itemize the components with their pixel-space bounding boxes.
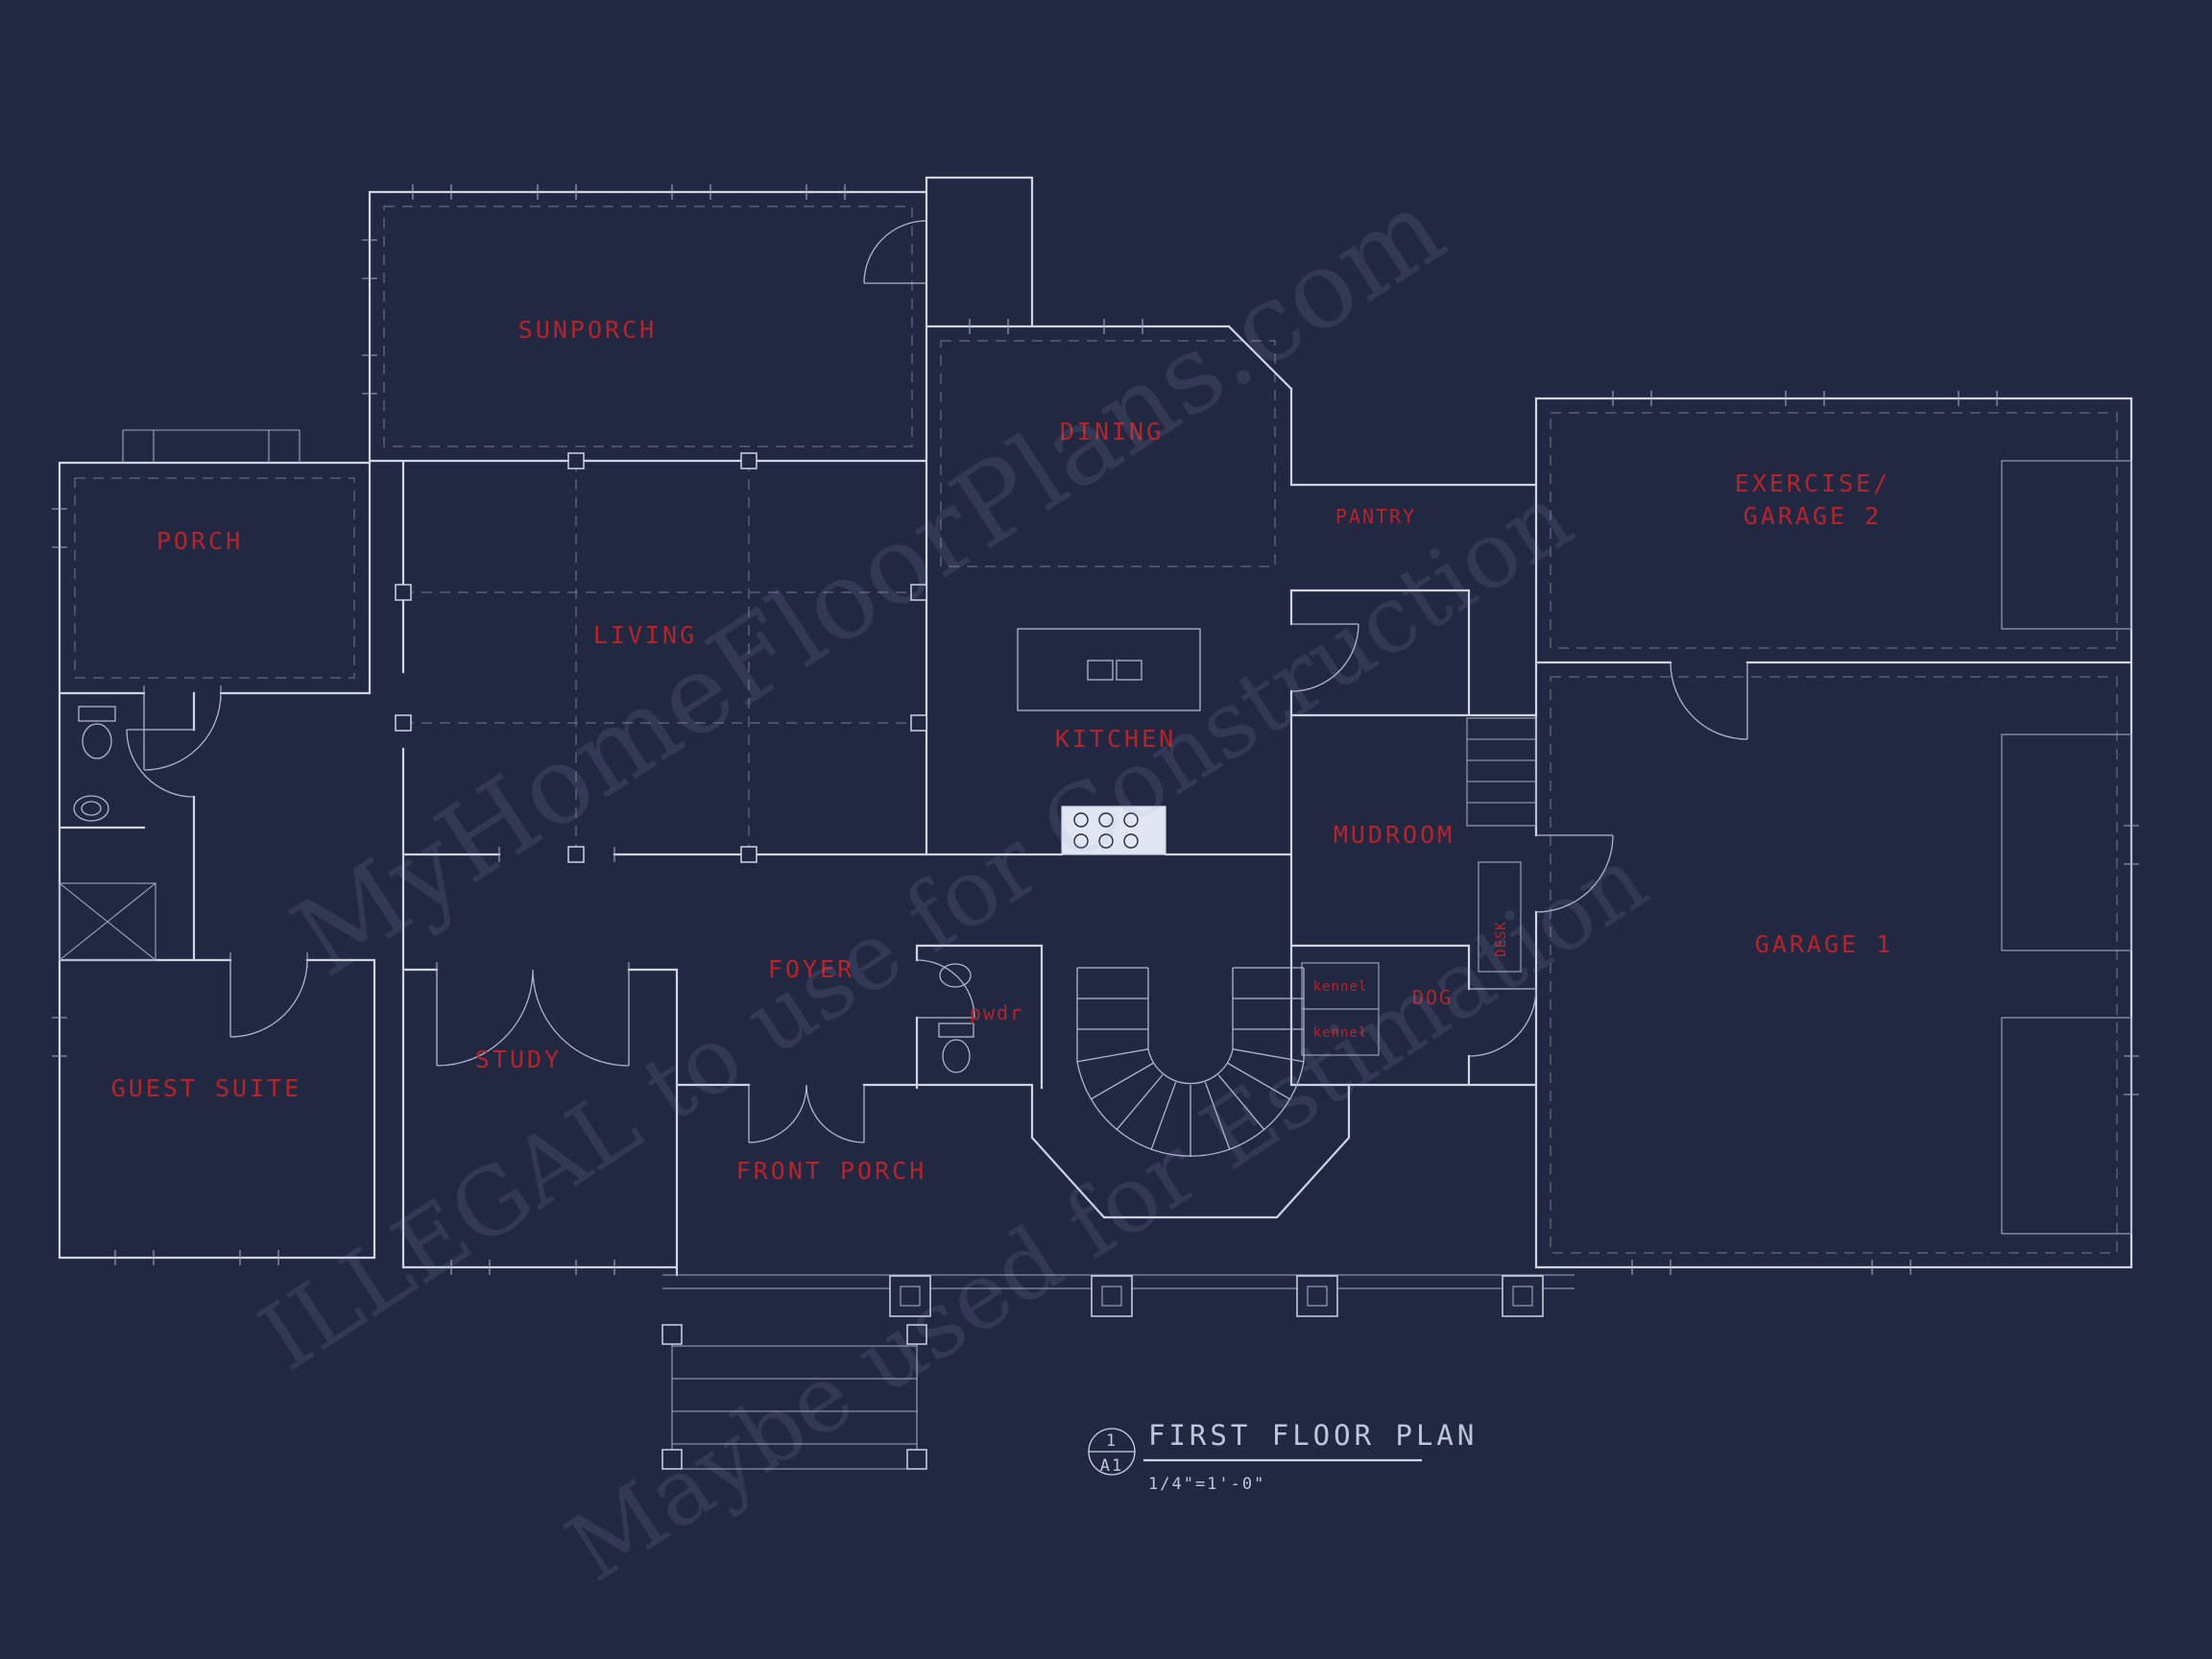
- garage-right-alcove-1: [2001, 460, 2132, 630]
- powder-toilet-tank: [938, 1022, 974, 1038]
- title-block: 1 A1 FIRST FLOOR PLAN 1/4"=1'-0": [1088, 1419, 1478, 1494]
- room-label-pwdr: pwdr: [970, 1001, 1023, 1024]
- room-label-garage2: GARAGE 2: [1743, 502, 1882, 530]
- room-label-exercise: EXERCISE/: [1735, 469, 1890, 497]
- room-label-living: LIVING: [593, 621, 697, 649]
- room-label-dining: DINING: [1060, 418, 1164, 445]
- porch-column: [1296, 1275, 1338, 1317]
- room-label-study: STUDY: [475, 1046, 562, 1073]
- room-label-garage1: GARAGE 1: [1755, 930, 1893, 958]
- shower: [59, 882, 156, 961]
- step-newel: [906, 1449, 927, 1470]
- dashed-ceiling-layer: [74, 205, 2118, 1254]
- powder-sink: [939, 963, 972, 988]
- island-sink-left: [1087, 660, 1114, 681]
- garage-right-alcove-3: [2001, 1017, 2132, 1235]
- porch-column: [1091, 1275, 1133, 1317]
- powder-toilet-bowl: [942, 1039, 971, 1073]
- walls-layer: [58, 176, 2133, 1277]
- room-label-kennel-lower: kennel: [1313, 1025, 1368, 1041]
- room-label-kennel-upper: kennel: [1313, 979, 1368, 995]
- porch-column: [889, 1275, 931, 1317]
- drawing-scale: 1/4"=1'-0": [1148, 1475, 1265, 1494]
- bath-sink: [73, 795, 109, 822]
- room-label-guest-suite: GUEST SUITE: [111, 1074, 302, 1102]
- door-swings: [126, 220, 1748, 1143]
- kennel-lower-box: [1301, 1008, 1380, 1056]
- columns-layer: [395, 452, 1544, 1470]
- step-newel: [906, 1324, 927, 1345]
- desk-cabinet: [1478, 861, 1522, 973]
- porch-column: [1502, 1275, 1544, 1317]
- room-label-mudroom: MUDROOM: [1334, 821, 1455, 849]
- kitchen-island: [1017, 628, 1201, 711]
- step-newel: [661, 1324, 683, 1345]
- room-label-foyer: FOYER: [768, 955, 854, 983]
- detail-number: 1: [1106, 1431, 1118, 1451]
- doors-and-fixtures-layer: [59, 220, 1748, 1157]
- sheet-number: A1: [1100, 1456, 1123, 1476]
- room-label-front-porch: FRONT PORCH: [736, 1157, 927, 1185]
- island-sink-right: [1116, 660, 1142, 681]
- drawing-title: FIRST FLOOR PLAN: [1148, 1419, 1478, 1452]
- room-label-desk: DESK: [1494, 921, 1509, 957]
- room-label-sunporch: SUNPORCH: [518, 316, 657, 344]
- watermark-line-1: MyHomeFloorPlans.com: [273, 166, 1465, 1001]
- garage-right-alcove-2: [2001, 733, 2132, 951]
- curved-stair: [1076, 967, 1305, 1157]
- room-label-porch: PORCH: [156, 527, 243, 555]
- room-label-dog: DOG: [1412, 986, 1453, 1009]
- room-label-kitchen: KITCHEN: [1055, 725, 1176, 753]
- bath-toilet-tank: [78, 706, 116, 722]
- bath-toilet-bowl: [82, 723, 112, 759]
- range: [1061, 805, 1166, 855]
- room-label-pantry: PANTRY: [1335, 505, 1416, 528]
- room-labels-layer: SUNPORCH DINING PANTRY EXERCISE/ GARAGE …: [111, 316, 1893, 1185]
- step-newel: [661, 1449, 683, 1470]
- watermark-layer: MyHomeFloorPlans.com ILLEGAL to use for …: [242, 166, 1666, 1603]
- mudroom-stair: [1466, 717, 1537, 827]
- watermark-line-2: ILLEGAL to use for Construction: [242, 464, 1591, 1392]
